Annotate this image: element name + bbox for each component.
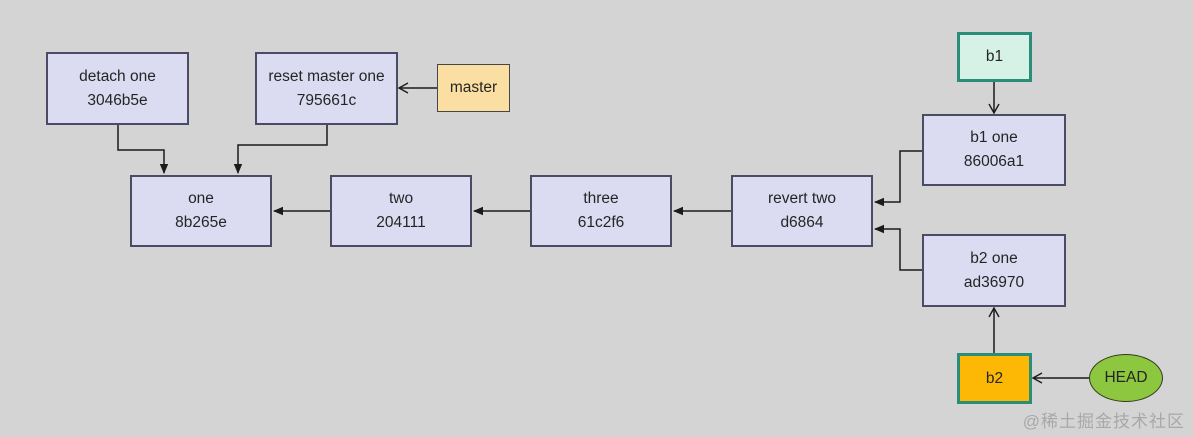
branch-master: master bbox=[437, 64, 510, 112]
commit-revert-two-hash: d6864 bbox=[780, 214, 824, 231]
commit-b2-one-label: b2 one bbox=[970, 249, 1018, 267]
commit-one-hash: 8b265e bbox=[175, 214, 227, 231]
commit-two-label: two bbox=[388, 190, 414, 207]
commit-detach-one-label: detach one bbox=[79, 67, 156, 85]
commit-two: two 204111 bbox=[330, 175, 472, 247]
edge-detach-one-to-one bbox=[117, 125, 169, 174]
commit-detach-one: detach one 3046b5e bbox=[46, 52, 189, 125]
branch-b1-label: b1 bbox=[985, 48, 1004, 65]
commit-b2-one-hash: ad36970 bbox=[963, 273, 1025, 291]
commit-detach-one-hash: 3046b5e bbox=[87, 91, 148, 109]
branch-b2: b2 bbox=[957, 353, 1032, 404]
watermark: @稀土掘金技术社区 bbox=[1022, 412, 1185, 431]
commit-b2-one: b2 one ad36970 bbox=[922, 234, 1066, 307]
commit-two-hash: 204111 bbox=[376, 214, 426, 231]
edge-b1-one-to-revert-two bbox=[874, 150, 922, 207]
head-pointer-label: HEAD bbox=[1104, 369, 1148, 386]
commit-reset-master-one: reset master one 795661c bbox=[255, 52, 398, 125]
edge-reset-master-one-to-one bbox=[233, 125, 328, 174]
commit-three-label: three bbox=[583, 190, 619, 207]
branch-b2-label: b2 bbox=[985, 369, 1004, 387]
commit-reset-master-one-hash: 795661c bbox=[296, 91, 357, 109]
commit-one-label: one bbox=[188, 190, 214, 207]
commit-three-hash: 61c2f6 bbox=[577, 214, 625, 231]
edge-b2-one-to-revert-two bbox=[874, 224, 922, 271]
commit-reset-master-one-label: reset master one bbox=[268, 67, 385, 85]
commit-b1-one: b1 one 86006a1 bbox=[922, 114, 1066, 186]
commit-revert-two: revert two d6864 bbox=[731, 175, 873, 247]
commit-one: one 8b265e bbox=[130, 175, 272, 247]
commit-three: three 61c2f6 bbox=[530, 175, 672, 247]
branch-b1: b1 bbox=[957, 32, 1032, 82]
branch-master-label: master bbox=[449, 79, 498, 96]
commit-b1-one-label: b1 one bbox=[970, 129, 1018, 146]
commit-revert-two-label: revert two bbox=[767, 190, 837, 207]
commit-b1-one-hash: 86006a1 bbox=[963, 153, 1025, 170]
head-pointer: HEAD bbox=[1089, 354, 1163, 402]
